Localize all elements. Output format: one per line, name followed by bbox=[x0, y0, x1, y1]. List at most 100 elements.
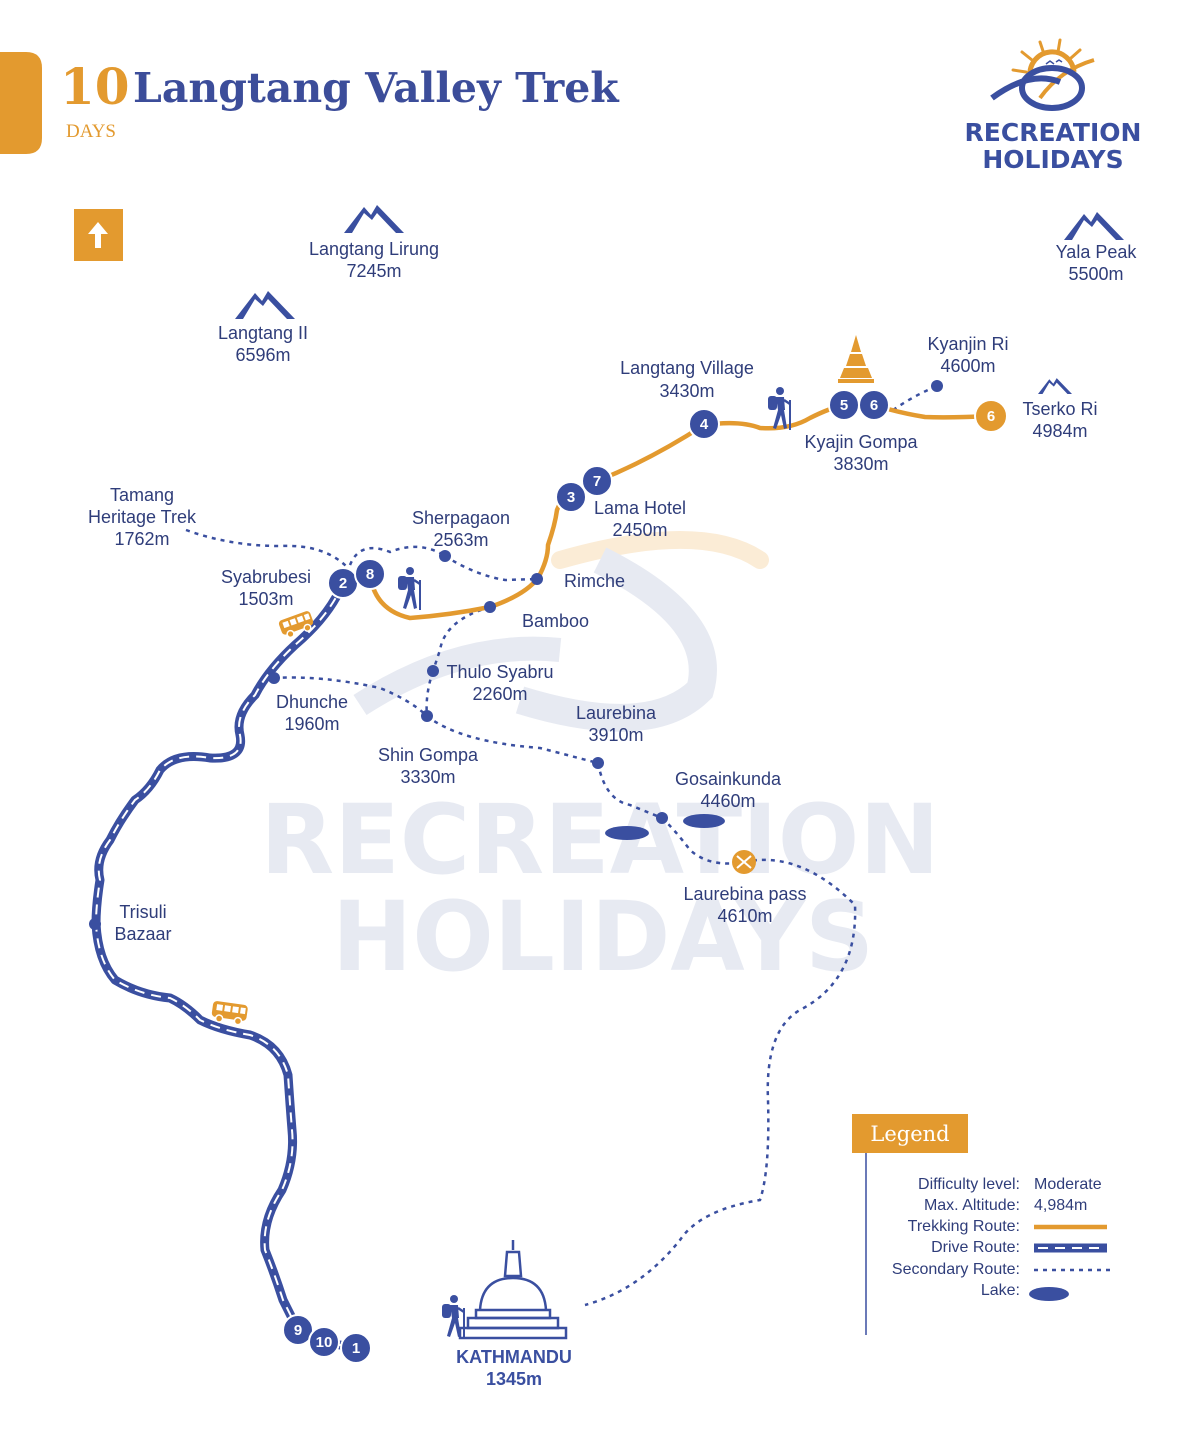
day-marker-2-label: 2 bbox=[339, 575, 347, 592]
place-bamboo-name: Bamboo bbox=[522, 611, 589, 631]
place-trisuli-name-line1: Trisuli bbox=[119, 902, 166, 922]
trek-title: Langtang Valley Trek bbox=[133, 64, 620, 112]
watermark-line2: HOLIDAYS bbox=[332, 881, 874, 993]
bus-icon bbox=[209, 999, 249, 1027]
waypoint-bamboo bbox=[484, 601, 496, 613]
day-marker-1 bbox=[340, 1332, 372, 1364]
stupa-icon bbox=[458, 1240, 568, 1340]
days-label: DAYS bbox=[66, 121, 116, 142]
lake-icon bbox=[605, 826, 649, 840]
waypoint-shin-gompa bbox=[421, 710, 433, 722]
brand-logo-icon bbox=[990, 38, 1095, 111]
waypoint-gosainkunda bbox=[656, 812, 668, 824]
place-thulo-syabru-name: Thulo Syabru bbox=[446, 662, 553, 682]
brand-name-line2: HOLIDAYS bbox=[982, 145, 1123, 174]
day-marker-3 bbox=[555, 481, 587, 513]
place-gosainkunda-name: Gosainkunda bbox=[675, 769, 782, 789]
place-thulo-syabru-altitude: 2260m bbox=[472, 684, 527, 704]
day-markers: 2 8 3 7 4 5 6 6 9 10 1 bbox=[282, 389, 1008, 1364]
day-marker-3-label: 3 bbox=[567, 489, 575, 506]
trek-days-number: 10 bbox=[60, 57, 130, 116]
pass-icon bbox=[732, 850, 756, 874]
legend-trekking-label: Trekking Route: bbox=[908, 1218, 1020, 1235]
place-kathmandu-name: KATHMANDU bbox=[456, 1347, 572, 1367]
peak-langtang-lirung-altitude: 7245m bbox=[346, 261, 401, 281]
peak-langtang-ii-name: Langtang II bbox=[218, 323, 308, 343]
place-langtang-village-altitude: 3430m bbox=[659, 381, 714, 401]
legend-altitude-value: 4,984m bbox=[1034, 1197, 1087, 1214]
peak-yala-altitude: 5500m bbox=[1068, 264, 1123, 284]
place-syabrubesi-altitude: 1503m bbox=[238, 589, 293, 609]
brand-name-line1: RECREATION bbox=[965, 118, 1142, 147]
header-accent-bar bbox=[0, 52, 42, 154]
hiker-icon bbox=[396, 566, 422, 610]
place-tamang-name-line2: Heritage Trek bbox=[88, 507, 197, 527]
mountain-icon bbox=[235, 291, 295, 319]
place-shin-gompa-altitude: 3330m bbox=[400, 767, 455, 787]
waypoint-sherpagaon bbox=[439, 550, 451, 562]
place-langtang-village-name: Langtang Village bbox=[620, 358, 754, 378]
peak-kyanjin-ri-name: Kyanjin Ri bbox=[927, 334, 1008, 354]
waypoint-kyanjin-ri bbox=[931, 380, 943, 392]
day-marker-9 bbox=[282, 1314, 314, 1346]
hiker-icon bbox=[766, 386, 792, 430]
waypoint-rimche bbox=[531, 573, 543, 585]
watermark-line1: RECREATION bbox=[260, 784, 939, 896]
day-marker-7-label: 7 bbox=[593, 473, 601, 490]
peak-langtang-ii-altitude: 6596m bbox=[235, 345, 290, 365]
legend-difficulty-label: Difficulty level: bbox=[918, 1176, 1020, 1193]
legend-altitude-label: Max. Altitude: bbox=[924, 1197, 1020, 1214]
legend-title: Legend bbox=[870, 1122, 949, 1146]
waypoint-trisuli bbox=[89, 918, 101, 930]
place-dhunche-altitude: 1960m bbox=[284, 714, 339, 734]
place-laurebina-altitude: 3910m bbox=[588, 725, 643, 745]
day-marker-10-label: 10 bbox=[316, 1334, 333, 1351]
place-rimche-name: Rimche bbox=[564, 571, 625, 591]
day-marker-10 bbox=[308, 1326, 340, 1358]
day-marker-8 bbox=[354, 558, 386, 590]
place-sherpagaon-altitude: 2563m bbox=[433, 530, 488, 550]
peak-yala-name: Yala Peak bbox=[1056, 242, 1138, 262]
mountain-icon bbox=[344, 205, 404, 233]
day-marker-6-tserko bbox=[974, 399, 1008, 433]
day-marker-6 bbox=[858, 389, 890, 421]
day-marker-7 bbox=[581, 465, 613, 497]
waypoint-laurebina bbox=[592, 757, 604, 769]
legend-drive-label: Drive Route: bbox=[931, 1239, 1020, 1256]
peak-langtang-lirung-name: Langtang Lirung bbox=[309, 239, 439, 259]
place-laurebina-pass-altitude: 4610m bbox=[717, 906, 772, 926]
waypoint-thulo-syabru bbox=[427, 665, 439, 677]
place-tamang-name-line1: Tamang bbox=[110, 485, 174, 505]
day-marker-4-label: 4 bbox=[700, 416, 709, 433]
place-tamang-altitude: 1762m bbox=[114, 529, 169, 549]
lake-icon bbox=[1029, 1287, 1069, 1301]
lake-icon bbox=[683, 814, 725, 828]
mountain-icon bbox=[1064, 212, 1124, 240]
place-laurebina-name: Laurebina bbox=[576, 703, 657, 723]
place-dhunche-name: Dhunche bbox=[276, 692, 348, 712]
watermark: RECREATION HOLIDAYS bbox=[260, 531, 940, 993]
day-marker-1-label: 1 bbox=[352, 1340, 360, 1357]
peak-tserko-ri-name: Tserko Ri bbox=[1022, 399, 1097, 419]
day-marker-6-tserko-label: 6 bbox=[987, 408, 995, 425]
north-arrow-icon bbox=[74, 209, 123, 261]
day-marker-4 bbox=[688, 408, 720, 440]
mountain-icon bbox=[1038, 378, 1072, 394]
waypoint-dhunche bbox=[268, 672, 280, 684]
day-marker-8-label: 8 bbox=[366, 566, 374, 583]
legend-title-box bbox=[852, 1114, 968, 1153]
legend-difficulty-value: Moderate bbox=[1034, 1176, 1102, 1193]
peak-kyanjin-ri-altitude: 4600m bbox=[940, 356, 995, 376]
place-gosainkunda-altitude: 4460m bbox=[700, 791, 755, 811]
day-marker-6-label: 6 bbox=[870, 397, 878, 414]
legend: Legend Difficulty level: Moderate Max. A… bbox=[852, 1114, 1110, 1335]
day-marker-9-label: 9 bbox=[294, 1322, 302, 1339]
place-shin-gompa-name: Shin Gompa bbox=[378, 745, 479, 765]
waypoints bbox=[89, 380, 943, 930]
place-lama-hotel-name: Lama Hotel bbox=[594, 498, 686, 518]
place-kyanjin-gompa-altitude: 3830m bbox=[833, 454, 888, 474]
stupa-icon bbox=[838, 335, 874, 383]
place-laurebina-pass-name: Laurebina pass bbox=[683, 884, 806, 904]
